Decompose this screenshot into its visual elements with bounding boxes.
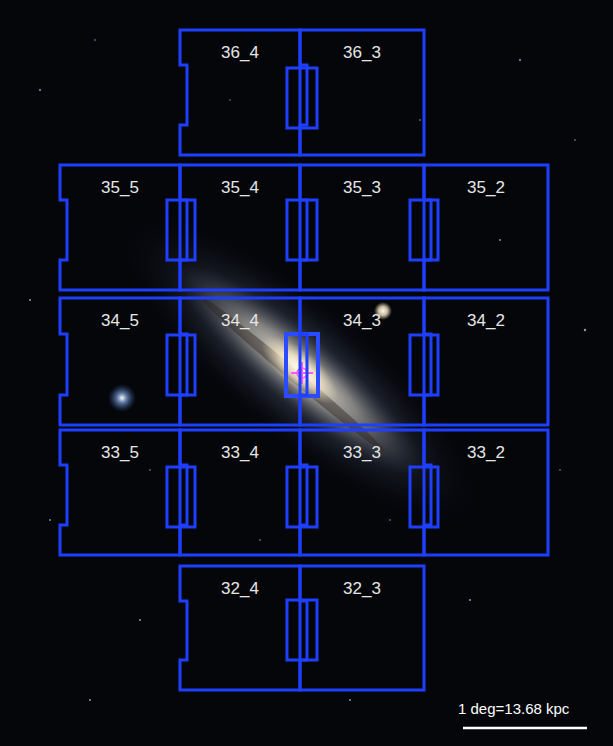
field-label: 35_3 (300, 178, 424, 198)
survey-field: 33_5 (60, 430, 180, 555)
center-chip (286, 334, 318, 396)
scale-label: 1 deg=13.68 kpc (458, 700, 569, 718)
survey-field: 33_3 (300, 430, 424, 555)
center-cross (291, 362, 313, 384)
field-label: 35_2 (424, 178, 548, 198)
survey-field: 35_4 (180, 165, 300, 290)
field-label: 32_3 (300, 579, 424, 599)
survey-field: 35_2 (424, 165, 548, 290)
field-label: 33_3 (300, 443, 424, 463)
survey-field: 35_5 (60, 165, 180, 290)
survey-field: 36_3 (300, 30, 424, 155)
survey-field: 36_4 (180, 30, 300, 155)
field-label: 33_5 (60, 443, 180, 463)
field-label: 34_3 (300, 311, 424, 331)
survey-field: 34_4 (180, 298, 300, 425)
field-label: 34_5 (60, 311, 180, 331)
field-label: 35_4 (180, 178, 300, 198)
survey-field: 34_5 (60, 298, 180, 425)
field-label: 36_4 (180, 43, 300, 63)
field-label: 33_4 (180, 443, 300, 463)
survey-field: 33_4 (180, 430, 300, 555)
survey-field: 34_2 (424, 298, 548, 425)
field-label: 35_5 (60, 178, 180, 198)
field-label: 34_2 (424, 311, 548, 331)
field-label: 32_4 (180, 579, 300, 599)
field-label: 36_3 (300, 43, 424, 63)
field-label: 34_4 (180, 311, 300, 331)
survey-field: 35_3 (300, 165, 424, 290)
scale-bar (463, 727, 587, 730)
survey-field: 33_2 (424, 430, 548, 555)
survey-field: 32_3 (300, 566, 424, 690)
survey-field: 32_4 (180, 566, 300, 690)
survey-field: 34_3 (300, 298, 424, 425)
field-label: 33_2 (424, 443, 548, 463)
